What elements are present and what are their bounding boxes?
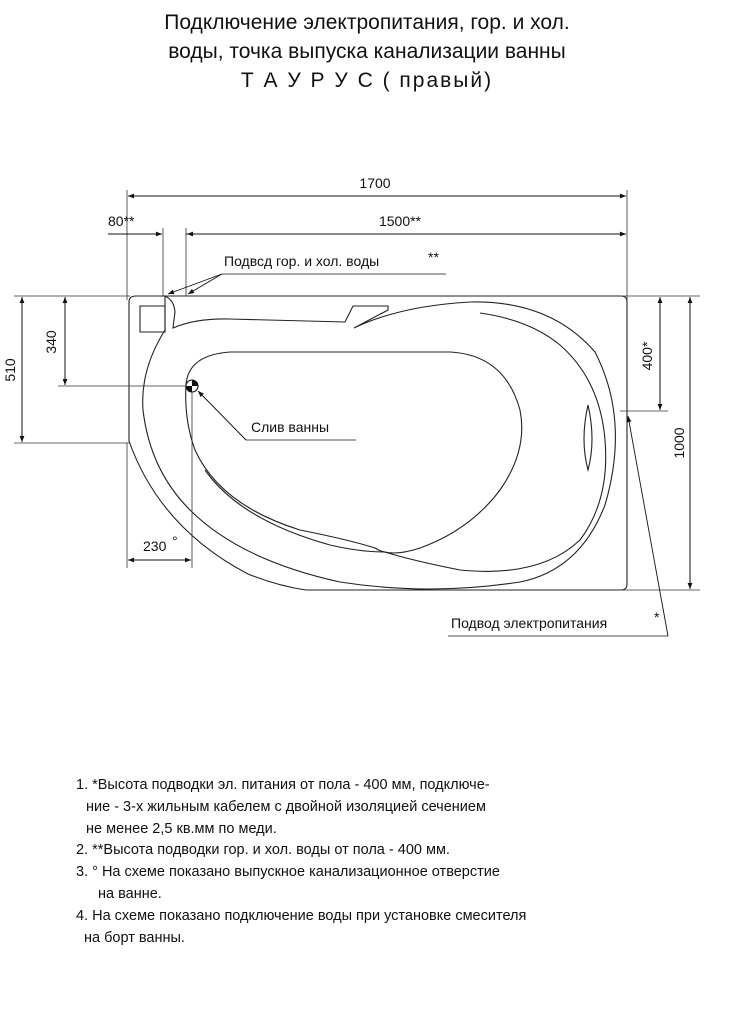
dim-400: 400* bbox=[620, 297, 668, 412]
bathtub-outline bbox=[128, 295, 628, 591]
dim-1500-label: 1500** bbox=[379, 213, 422, 229]
dim-80-label: 80** bbox=[108, 213, 135, 229]
note-1-line-3: не менее 2,5 кв.мм по меди. bbox=[86, 820, 277, 837]
note-4-line-1: 4. На схеме показано подключение воды пр… bbox=[76, 907, 527, 924]
dim-water-offsets: 80** 1500** bbox=[108, 213, 626, 296]
dim-340-label: 340 bbox=[43, 330, 59, 354]
water-supply-marker: ** bbox=[428, 249, 439, 265]
dim-340: 340 bbox=[43, 297, 186, 387]
power-supply-label: Подвод электропитания bbox=[451, 615, 607, 631]
dim-1000: 1000 bbox=[620, 295, 700, 591]
title-line-2: воды, точка выпуска канализации ванны bbox=[168, 40, 566, 63]
water-supply-callout: Подвсд гор. и хол. воды ** bbox=[167, 249, 446, 295]
dim-230-marker: ° bbox=[172, 533, 178, 549]
dim-510: 510 bbox=[2, 295, 130, 444]
dim-230: 230 ° bbox=[126, 392, 193, 568]
note-2: 2. **Высота подводки гор. и хол. воды от… bbox=[76, 842, 450, 859]
note-1-line-1: 1. *Высота подводки эл. питания от пола … bbox=[76, 777, 490, 793]
notes-list: 1. *Высота подводки эл. питания от пола … bbox=[76, 775, 526, 949]
diagram-title: Подключение электропитания, гор. и хол. … bbox=[0, 8, 734, 95]
note-4-line-2: на борт ванны. bbox=[84, 929, 185, 946]
power-supply-callout: Подвод электропитания * bbox=[448, 415, 669, 637]
note-3-line-1: 3. ° На схеме показано выпускное канализ… bbox=[76, 864, 500, 881]
water-supply-label: Подвсд гор. и хол. воды bbox=[224, 253, 379, 269]
dim-400-label: 400* bbox=[639, 341, 655, 370]
power-supply-marker: * bbox=[654, 609, 660, 625]
drain-label: Слив ванны bbox=[251, 419, 329, 435]
drain bbox=[185, 379, 199, 393]
dim-510-label: 510 bbox=[2, 358, 18, 382]
dim-1700: 1700 bbox=[126, 175, 628, 300]
dim-1000-label: 1000 bbox=[671, 427, 687, 458]
drain-callout: Слив ванны bbox=[197, 390, 356, 441]
note-1-line-2: ние - 3-х жильным кабелем с двойной изол… bbox=[86, 798, 486, 815]
title-line-1: Подключение электропитания, гор. и хол. bbox=[164, 11, 570, 34]
note-3-line-2: на ванне. bbox=[98, 885, 162, 902]
dim-230-label: 230 bbox=[143, 538, 167, 554]
dim-1700-label: 1700 bbox=[359, 175, 390, 191]
title-line-3: Т А У Р У С ( правый) bbox=[240, 69, 494, 92]
